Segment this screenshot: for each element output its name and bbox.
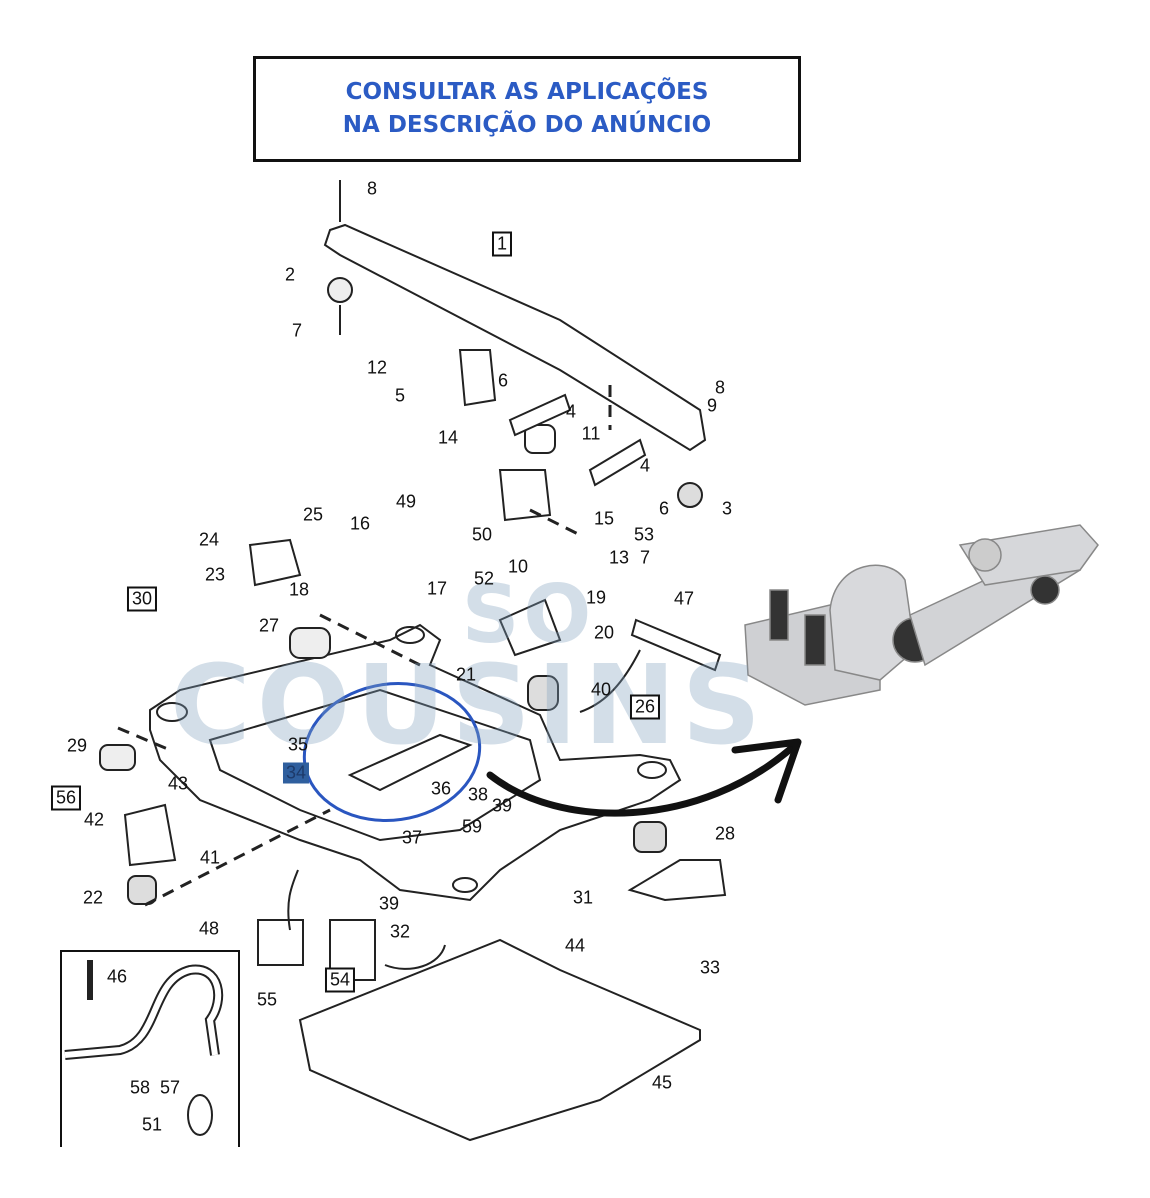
callout-label-59: 59: [461, 816, 483, 837]
callout-label-1: 1: [491, 231, 513, 257]
callout-label-22: 22: [82, 887, 104, 908]
callout-label-55: 55: [256, 989, 278, 1010]
callout-label-33: 33: [699, 957, 721, 978]
callout-label-27: 27: [258, 615, 280, 636]
callout-label-48: 48: [198, 918, 220, 939]
callout-label-25: 25: [302, 504, 324, 525]
callout-label-52: 52: [473, 568, 495, 589]
callout-label-30: 30: [126, 586, 158, 612]
callout-label-10: 10: [507, 556, 529, 577]
callout-label-29: 29: [66, 735, 88, 756]
callout-label-40: 40: [590, 679, 612, 700]
product-photo-engine-mount: [744, 524, 1099, 706]
skid-plate: [298, 938, 701, 1142]
callout-label-49: 49: [395, 491, 417, 512]
callout-label-17: 17: [426, 578, 448, 599]
callout-label-18: 18: [288, 579, 310, 600]
callout-label-50: 50: [471, 524, 493, 545]
callout-label-2: 2: [284, 264, 296, 285]
callout-label-16: 16: [349, 513, 371, 534]
callout-label-46: 46: [106, 966, 128, 987]
callout-label-51: 51: [141, 1114, 163, 1135]
callout-label-34: 34: [282, 762, 310, 784]
callout-label-15: 15: [593, 508, 615, 529]
callout-label-5: 5: [394, 385, 406, 406]
callout-label-14: 14: [437, 427, 459, 448]
callout-label-38: 38: [467, 784, 489, 805]
callout-label-36: 36: [430, 778, 452, 799]
callout-label-24: 24: [198, 529, 220, 550]
callout-label-43: 43: [167, 773, 189, 794]
callout-label-3: 3: [721, 498, 733, 519]
callout-label-37: 37: [401, 827, 423, 848]
callout-label-4: 4: [565, 401, 577, 422]
callout-label-8: 8: [714, 377, 726, 398]
callout-label-26: 26: [629, 694, 661, 720]
torque-link-part-34: [347, 733, 473, 792]
callout-label-44: 44: [564, 935, 586, 956]
callout-label-6: 6: [497, 370, 509, 391]
callout-label-47: 47: [673, 588, 695, 609]
callout-label-11: 11: [581, 423, 601, 444]
notice-box: CONSULTAR AS APLICAÇÕES NA DESCRIÇÃO DO …: [253, 56, 801, 162]
callout-label-6: 6: [658, 498, 670, 519]
callout-label-20: 20: [593, 622, 615, 643]
callout-label-23: 23: [204, 564, 226, 585]
pointer-arrow: [486, 741, 799, 817]
callout-label-8: 8: [366, 178, 378, 199]
callout-label-32: 32: [389, 921, 411, 942]
upper-crossmember: [323, 223, 707, 452]
callout-label-39: 39: [491, 795, 513, 816]
callout-label-41: 41: [199, 847, 221, 868]
hose-inset-frame: [60, 950, 240, 1147]
callout-label-54: 54: [324, 967, 356, 993]
callout-label-7: 7: [291, 320, 303, 341]
callout-label-42: 42: [83, 809, 105, 830]
callout-label-13: 13: [608, 547, 630, 568]
callout-label-35: 35: [287, 734, 309, 755]
callout-label-21: 21: [455, 664, 477, 685]
callout-label-4: 4: [639, 455, 651, 476]
callout-label-58: 58: [129, 1077, 151, 1098]
callout-label-56: 56: [50, 785, 82, 811]
callout-label-12: 12: [366, 357, 388, 378]
callout-label-28: 28: [714, 823, 736, 844]
callout-label-57: 57: [159, 1077, 181, 1098]
callout-label-9: 9: [706, 395, 718, 416]
callout-label-53: 53: [633, 524, 655, 545]
callout-label-19: 19: [585, 587, 607, 608]
notice-line1: CONSULTAR AS APLICAÇÕES: [345, 79, 709, 105]
callout-label-31: 31: [572, 887, 594, 908]
callout-label-39: 39: [378, 893, 400, 914]
callout-label-7: 7: [639, 547, 651, 568]
notice-line2: NA DESCRIÇÃO DO ANÚNCIO: [342, 112, 712, 138]
callout-label-45: 45: [651, 1072, 673, 1093]
